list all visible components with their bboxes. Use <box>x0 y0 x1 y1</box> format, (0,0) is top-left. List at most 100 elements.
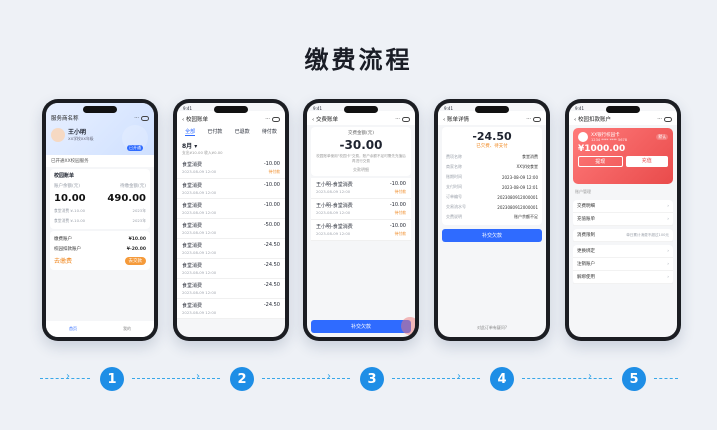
list-item-main: 食堂消费 -10.00 <box>182 161 280 168</box>
chevron-right-icon: › <box>196 371 200 382</box>
balance-label: 账户余额(元) <box>54 184 81 189</box>
detail-value: 2023-08-09 12:01 <box>501 184 538 190</box>
menu-item[interactable]: 消费限制单日累计消费不超过100元 <box>573 229 673 242</box>
dashed-line <box>654 378 678 379</box>
list-item-amount: -10.00 <box>263 161 280 167</box>
detail-value: XX学校食堂 <box>516 164 538 169</box>
menu-item[interactable]: 解绑使用› <box>573 271 673 284</box>
status-time: 9:41 <box>183 106 192 111</box>
list-item-date: 2023-08-09 12:00 <box>182 210 217 215</box>
account-label: 缴费账户 <box>54 237 72 242</box>
list-item-name: 王小明-食堂消费 <box>316 203 353 209</box>
step-4: 4 <box>490 367 514 391</box>
list-item-name: 食堂消费 <box>182 162 203 168</box>
capsule-menu[interactable]: ··· <box>395 116 410 122</box>
menu-group-3: 更换绑定› 注销账户› 解绑使用› <box>573 245 673 284</box>
list-item[interactable]: 食堂消费 -10.00 2023-08-09 12:00 <box>177 179 285 199</box>
bill-tabs: 全部 已付款 已退款 待付款 <box>177 125 285 139</box>
status-badge: 已开通 <box>127 145 143 151</box>
menu-item[interactable]: 注销账户› <box>573 258 673 271</box>
recharge-button[interactable]: 充值 <box>625 156 668 167</box>
back-icon[interactable]: ‹ <box>312 117 315 123</box>
menu-item[interactable]: 充值账单› <box>573 213 673 226</box>
list-item-name: 食堂消费 <box>182 243 203 249</box>
chevron-right-icon: › <box>667 274 669 280</box>
list-item-meta: 2023-08-09 12:00 <box>182 290 280 295</box>
notch <box>475 106 509 113</box>
list-item-main: 食堂消费-10.00 <box>182 202 280 209</box>
list-item-amount: -24.50 <box>263 262 280 268</box>
list-item-name: 食堂消费 <box>182 183 203 189</box>
capsule-menu[interactable]: ··· <box>657 116 672 122</box>
status-time: 9:41 <box>313 106 322 111</box>
card-tag: 默认 <box>656 134 668 140</box>
status-time: 9:41 <box>575 106 584 111</box>
step-indicator: › 1 › 2 › 3 › 4 › 5 <box>40 367 680 391</box>
list-item-amount: -10.00 <box>389 223 406 229</box>
pay-link[interactable]: 去缴费 <box>54 258 73 265</box>
tab-refunded[interactable]: 已退款 <box>234 129 250 135</box>
capsule-menu[interactable]: ··· <box>265 116 280 122</box>
menu-item[interactable]: 更换绑定› <box>573 245 673 258</box>
detail-value: 2023080912000001 <box>497 194 538 200</box>
balance-value: 10.00 <box>54 193 86 204</box>
list-item-amount: -10.00 <box>263 182 280 188</box>
help-link[interactable]: 对此订单有疑问? <box>476 325 508 330</box>
capsule-menu[interactable]: ··· <box>526 116 541 122</box>
menu-item[interactable]: 交费明细› <box>573 200 673 213</box>
list-item-meta: 2023-08-09 12:00 <box>182 210 280 215</box>
detail-value: 账户余额不足 <box>514 214 538 219</box>
detail-value: 2023-08-09 12:00 <box>501 174 538 180</box>
bottom-nav: 首页 我的 <box>46 321 154 337</box>
tab-all[interactable]: 全部 <box>185 129 196 136</box>
withdraw-button[interactable]: 提现 <box>578 156 623 167</box>
back-icon[interactable]: ‹ <box>574 117 577 123</box>
chevron-right-icon: › <box>588 371 592 382</box>
submit-button[interactable]: 补交欠款 <box>311 320 411 333</box>
account-card[interactable]: 缴费账户¥10.00 校园扣款账户¥-20.00 去缴费去交款 <box>50 231 150 270</box>
step-2: 2 <box>230 367 254 391</box>
list-item-amount: -10.00 <box>389 181 406 187</box>
detail-key: 支付时间 <box>446 184 462 189</box>
tab-unpaid[interactable]: 待付款 <box>261 129 277 135</box>
list-item-name: 食堂消费 <box>182 223 203 229</box>
list-item-tag: 待付款 <box>268 169 280 174</box>
nav-home[interactable]: 首页 <box>69 326 77 331</box>
submit-button[interactable]: 补交欠款 <box>442 229 542 242</box>
pay-button[interactable]: 去交款 <box>124 256 146 265</box>
list-item-meta: 2023-08-09 12:00 <box>182 190 280 195</box>
amount-desc: 校园账单使用"校园卡"交费，账户余额不足时需先充值后再进行交费 <box>316 154 406 163</box>
detail-key: 商家名称 <box>446 164 462 169</box>
capsule-menu[interactable]: ··· <box>134 115 149 121</box>
chevron-right-icon: › <box>667 261 669 267</box>
tab-paid[interactable]: 已付款 <box>207 129 223 135</box>
list-item-main: 食堂消费-24.50 <box>182 242 280 249</box>
touch-indicator <box>401 317 415 335</box>
month-picker[interactable]: 8月 ▾ <box>182 143 198 150</box>
list-item-meta: 2023-08-09 12:00 <box>182 310 280 315</box>
menu-group-1: 交费明细› 充值账单› <box>573 200 673 226</box>
nav-mine[interactable]: 我的 <box>123 326 131 331</box>
back-icon[interactable]: ‹ <box>182 117 185 123</box>
account-value: ¥10.00 <box>128 236 146 242</box>
user-sub: XX学校XX年级 <box>68 136 94 141</box>
phone-bill-list: 9:41 ‹ 校园账单 ··· 全部 已付款 已退款 待付款 8月 ▾ 支出¥1… <box>173 99 289 341</box>
bill-line-date: 2023年 <box>132 208 146 213</box>
header-title: 交费账单 <box>315 117 338 123</box>
back-icon[interactable]: ‹ <box>443 117 446 123</box>
list-item-date: 2023-08-09 12:00 <box>182 290 217 295</box>
list-item-tag: 待付款 <box>394 231 406 236</box>
